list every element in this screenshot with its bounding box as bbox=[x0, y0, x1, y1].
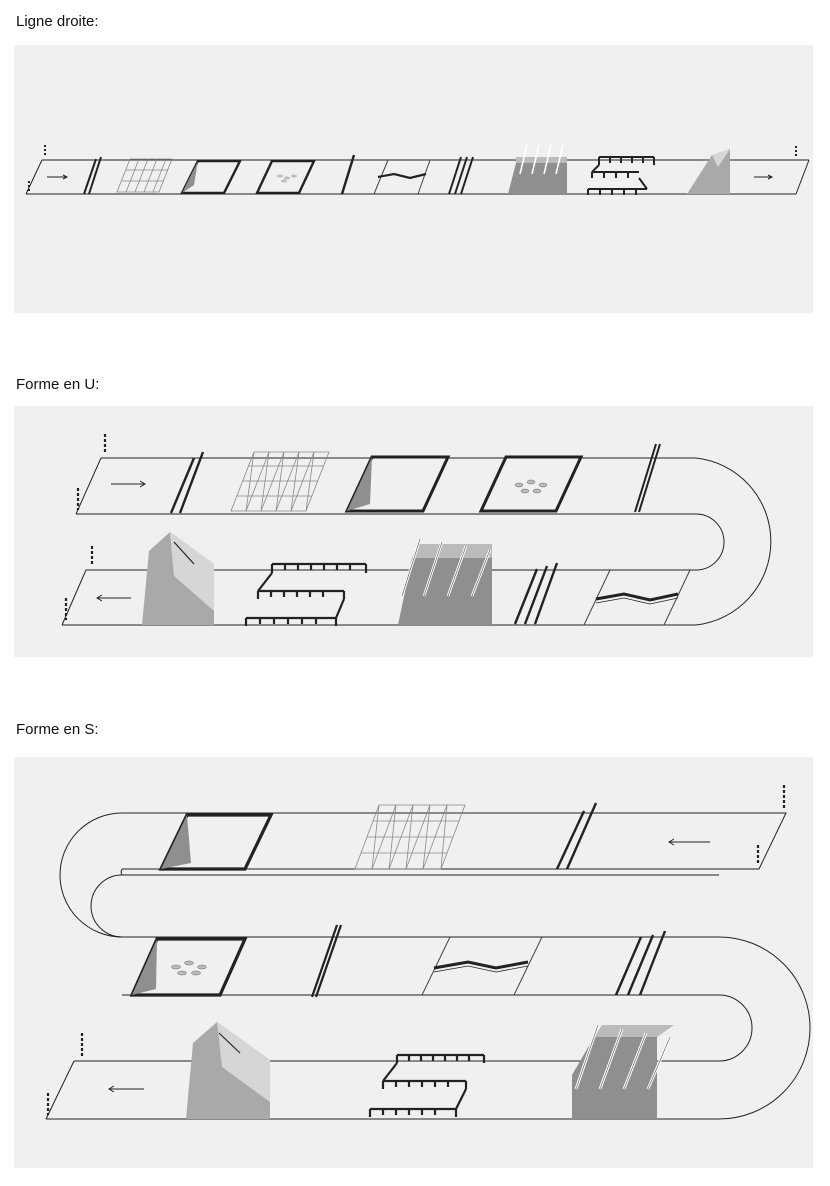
finish-arrow-icon bbox=[754, 174, 774, 180]
start-finish-posts bbox=[46, 785, 786, 1115]
stones bbox=[277, 174, 297, 183]
left-turn-outer bbox=[59, 812, 123, 938]
grid-ladder bbox=[230, 451, 330, 512]
lower-arrow-icon bbox=[96, 594, 131, 602]
single-rail bbox=[634, 443, 661, 513]
stepping-stones bbox=[255, 159, 316, 195]
triple-rail bbox=[513, 562, 559, 625]
start-posts bbox=[28, 145, 46, 191]
start-arrow-icon bbox=[47, 174, 69, 180]
ramp-ladder bbox=[398, 558, 492, 625]
panel-s-shape bbox=[14, 757, 813, 1168]
ramp-ladder bbox=[508, 163, 567, 194]
zigzag-beam bbox=[377, 172, 427, 180]
course-u-shape bbox=[61, 434, 772, 626]
maze-platforms bbox=[368, 1053, 486, 1117]
right-turn-outer bbox=[718, 936, 811, 1120]
upper-lane-edges bbox=[75, 457, 696, 515]
open-pit bbox=[344, 455, 451, 513]
triple-rail bbox=[448, 156, 474, 195]
double-rail bbox=[555, 802, 598, 870]
start-finish-posts bbox=[64, 434, 107, 620]
section-title-s-shape: Forme en S: bbox=[16, 721, 99, 738]
maze-platforms bbox=[244, 562, 368, 626]
upper-arrow-icon bbox=[111, 480, 146, 488]
stepping-stones bbox=[478, 455, 584, 513]
middle-lane-top bbox=[122, 874, 719, 876]
panel-u-shape bbox=[14, 406, 813, 657]
triple-rail bbox=[614, 930, 667, 996]
right-turn-inner bbox=[718, 994, 753, 1062]
grid-ladder bbox=[116, 158, 173, 193]
course-s-shape bbox=[45, 785, 811, 1120]
maze-platforms bbox=[587, 156, 655, 195]
left-turn-inner bbox=[90, 874, 123, 938]
lower-lane-edges bbox=[61, 569, 696, 626]
top-arrow-icon bbox=[668, 838, 710, 846]
panel-straight-line bbox=[14, 45, 813, 313]
zigzag-beam bbox=[433, 960, 529, 970]
double-rail bbox=[83, 156, 102, 195]
u-turn-outer bbox=[695, 457, 772, 626]
grid-ladder bbox=[354, 804, 466, 870]
zigzag-beam bbox=[595, 592, 679, 602]
course-floor bbox=[25, 159, 810, 195]
course-straight bbox=[25, 144, 810, 195]
single-rail bbox=[340, 154, 356, 195]
open-pit bbox=[158, 813, 274, 871]
top-lane-edges bbox=[122, 812, 787, 870]
bottom-arrow-icon bbox=[108, 1085, 144, 1093]
double-rail bbox=[169, 451, 205, 514]
u-turn-inner bbox=[695, 513, 725, 571]
stones bbox=[514, 479, 548, 494]
section-title-straight: Ligne droite: bbox=[16, 13, 99, 30]
single-rail bbox=[310, 924, 343, 998]
stones bbox=[171, 960, 207, 976]
section-title-u-shape: Forme en U: bbox=[16, 376, 100, 393]
